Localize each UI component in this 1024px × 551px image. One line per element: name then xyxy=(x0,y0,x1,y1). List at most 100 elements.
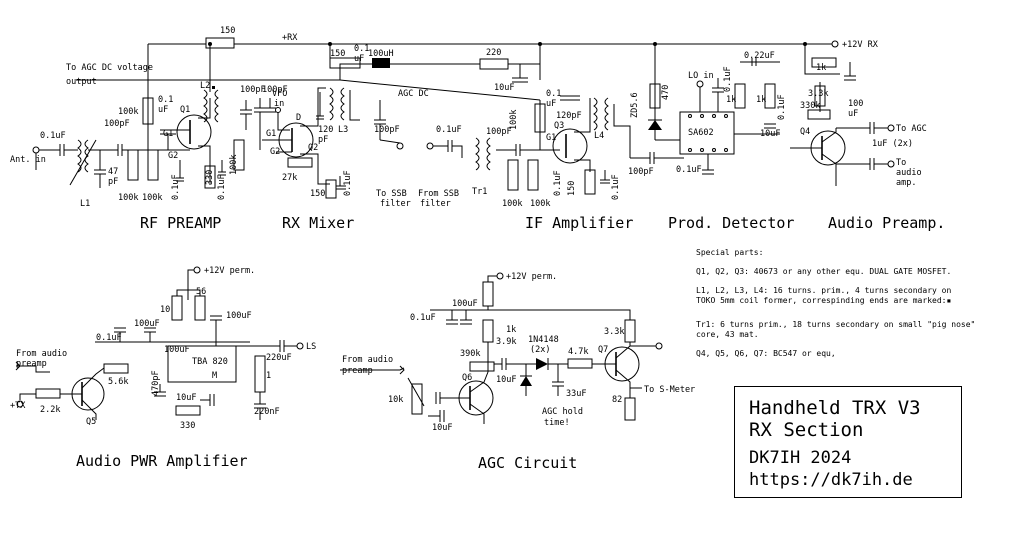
label-g1-q2: G1 xyxy=(266,129,276,139)
label-r330-pa: 330 xyxy=(180,421,195,431)
label-r56: 56 xyxy=(196,287,206,297)
label-g2-q2: G2 xyxy=(270,147,280,157)
choke-100uh xyxy=(372,58,390,68)
label-r150-if: 150 xyxy=(567,181,577,196)
label-r100k-if2: 100k xyxy=(502,199,522,209)
label-c100pf-pd: 100pF xyxy=(628,167,654,177)
section-if-amplifier: IF Amplifier xyxy=(525,214,633,232)
agc-circuit xyxy=(340,272,663,424)
label-to-audio-3: amp. xyxy=(896,178,916,188)
label-tba820: TBA 820 xyxy=(192,357,228,367)
label-c10uf-agc2: 10uF xyxy=(432,423,452,433)
label-r390k: 390k xyxy=(460,349,480,359)
label-c120pf-if: 120pF xyxy=(556,111,582,121)
label-plus12-perm-a: +12V perm. xyxy=(204,266,255,276)
label-c100uf-agc: 100uF xyxy=(452,299,478,309)
label-vfo-in-1: VFO xyxy=(272,89,287,99)
label-100uh: 100uH xyxy=(368,49,394,59)
label-c01uf-v1: 0.1uF xyxy=(171,174,181,200)
label-zd: ZD5.6 xyxy=(630,92,640,118)
label-r100k-b2: 100k xyxy=(142,193,162,203)
label-c100pf-m1: 100pF xyxy=(240,85,266,95)
label-c01uf-pa: 0.1uF xyxy=(96,333,122,343)
label-plus12-rx: +12V RX xyxy=(842,40,879,50)
label-to-ssb-1: To SSB xyxy=(376,189,407,199)
label-c01-if1: 0.1 xyxy=(546,89,561,99)
notes-line1: Q1, Q2, Q3: 40673 or any other equ. DUAL… xyxy=(696,267,951,276)
label-r150b: 150 xyxy=(330,49,345,59)
label-r47k: 4.7k xyxy=(568,347,588,357)
label-agc-hold-1: AGC hold xyxy=(542,407,583,417)
label-plus12-perm-b: +12V perm. xyxy=(506,272,557,282)
title-url: https://dk7ih.de xyxy=(749,470,913,490)
section-audio-pwr: Audio PWR Amplifier xyxy=(76,452,248,470)
label-vfo-in-2: in xyxy=(274,99,284,109)
notes-line2a: L1, L2, L3, L4: 16 turns. prim., 4 turns… xyxy=(696,286,951,295)
audio-preamp-circuit xyxy=(790,57,895,186)
rx-supply-rail xyxy=(147,37,839,95)
label-q7: Q7 xyxy=(598,345,608,355)
label-c100pf-m2: 100pF xyxy=(262,85,288,95)
label-c01-rf1: 0.1 xyxy=(158,95,173,105)
section-agc: AGC Circuit xyxy=(478,454,577,472)
label-l1: L1 xyxy=(80,199,90,209)
label-plus-rx: +RX xyxy=(282,33,298,43)
label-c10uf-agc1: 10uF xyxy=(496,375,516,385)
label-c01uf-lo: 0.1uF xyxy=(723,66,733,92)
label-r150a: 150 xyxy=(220,26,235,36)
if-amplifier-circuit xyxy=(426,95,684,195)
label-agc-out-1: To AGC DC voltage xyxy=(66,63,153,73)
label-m-pin: M xyxy=(212,371,217,381)
label-r470: 470 xyxy=(661,85,671,100)
label-c01uf-pd2: 0.1uF xyxy=(777,94,787,120)
label-c100uf-1: 100 xyxy=(848,99,863,109)
label-r100k-rf: 100k xyxy=(118,107,138,117)
label-c01uf-ant: 0.1uF xyxy=(40,131,66,141)
label-ls: LS xyxy=(306,342,316,352)
label-from-audio-pa-1: From audio xyxy=(16,349,67,359)
label-r33k-agc: 3.3k xyxy=(604,327,624,337)
special-parts-notes: Special parts: Q1, Q2, Q3: 40673 or any … xyxy=(696,248,975,358)
label-from-ssb-1: From SSB xyxy=(418,189,459,199)
agc-dc-line xyxy=(76,57,541,101)
label-from-audio-agc-1: From audio xyxy=(342,355,393,365)
label-c220nf: 220nF xyxy=(254,407,280,417)
audio-power-amp-circuit xyxy=(15,266,304,420)
label-c01-top2: uF xyxy=(354,54,364,64)
label-to-agc: To AGC xyxy=(896,124,927,134)
label-r100k-m: 100k xyxy=(229,155,239,175)
label-c01-top: 0.1 xyxy=(354,44,369,54)
label-c01uf-agc: 0.1uF xyxy=(410,313,436,323)
label-g2-q1: G2 xyxy=(168,151,178,161)
label-q5: Q5 xyxy=(86,417,96,427)
label-c47pf-1: 47 xyxy=(108,167,118,177)
label-l3: L3 xyxy=(338,125,348,135)
label-to-smeter: To S-Meter xyxy=(644,385,695,395)
label-from-audio-pa-2: preamp xyxy=(16,359,47,369)
rf-preamp-circuit xyxy=(32,86,252,189)
title-author: DK7IH 2024 xyxy=(749,448,852,468)
label-g1-q1: G1 xyxy=(163,129,173,139)
label-c100uf-pa2: 100uF xyxy=(226,311,252,321)
label-r33k: 3.3k xyxy=(808,89,828,99)
sa602-ic xyxy=(679,111,735,155)
label-agc-dc: AGC DC xyxy=(398,89,429,99)
label-1n4148-1: 1N4148 xyxy=(528,335,559,345)
label-r10: 10 xyxy=(160,305,170,315)
label-c100pf-if: 100pF xyxy=(486,127,512,137)
label-c10uf-pa: 10uF xyxy=(176,393,196,403)
label-r22k: 2.2k xyxy=(40,405,60,415)
label-to-audio-2: audio xyxy=(896,168,922,178)
label-c01uf-v2: 0.1uF xyxy=(217,174,227,200)
label-c47pf-2: pF xyxy=(108,177,118,187)
section-prod-detector: Prod. Detector xyxy=(668,214,794,232)
notes-line4: Q4, Q5, Q6, Q7: BC547 or equ, xyxy=(696,349,836,358)
label-r100k-if3: 100k xyxy=(530,199,550,209)
label-r56k: 5.6k xyxy=(108,377,128,387)
label-c33uf: 33uF xyxy=(566,389,586,399)
label-c220uf: 220uF xyxy=(266,353,292,363)
label-r330k: 330k xyxy=(800,101,820,111)
notes-heading: Special parts: xyxy=(696,248,763,257)
label-c10uf-a: 10uF xyxy=(494,83,514,93)
